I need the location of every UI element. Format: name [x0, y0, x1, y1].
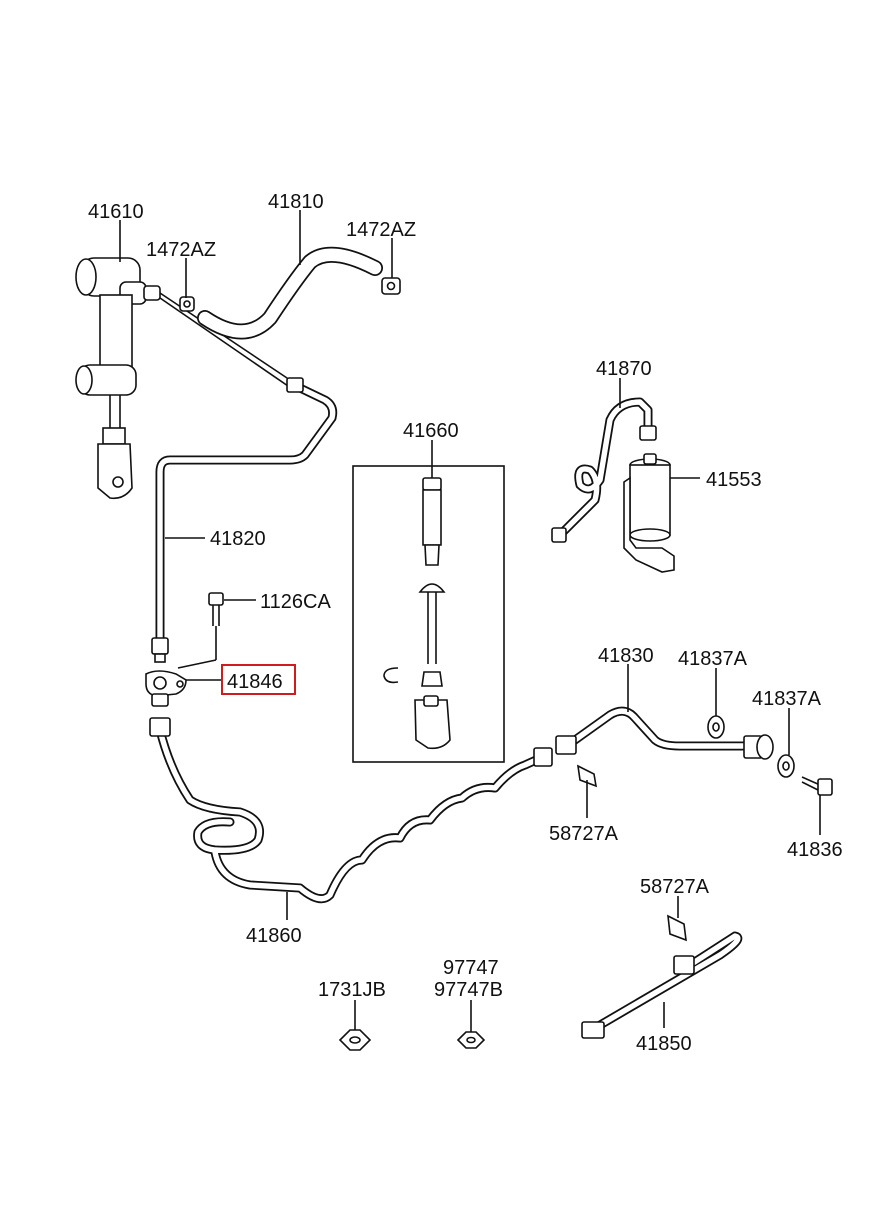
leader-lines — [119, 210, 821, 1032]
callout-41610[interactable]: 41610 — [88, 201, 144, 223]
callout-1472az-left[interactable]: 1472AZ — [146, 239, 216, 261]
kit-41660-parts[interactable] — [383, 477, 451, 750]
clutch-tube-41830[interactable] — [555, 706, 774, 760]
washer-41837a-1[interactable] — [707, 715, 725, 739]
callout-41830[interactable]: 41830 — [598, 645, 654, 667]
fitting-41846[interactable] — [145, 670, 187, 707]
nut-97747[interactable] — [456, 1031, 486, 1049]
callout-97747[interactable]: 97747 — [443, 957, 499, 979]
callout-41660[interactable]: 41660 — [403, 420, 459, 442]
callout-58727a-1[interactable]: 58727A — [549, 823, 619, 845]
clip-58727a-1[interactable] — [576, 764, 598, 788]
callout-41850[interactable]: 41850 — [636, 1033, 692, 1055]
callout-97747b[interactable]: 97747B — [434, 979, 503, 1001]
callout-41860[interactable]: 41860 — [246, 925, 302, 947]
callout-1731jb[interactable]: 1731JB — [318, 979, 386, 1001]
callout-41820[interactable]: 41820 — [210, 528, 266, 550]
callout-41846[interactable]: 41846 — [227, 671, 283, 693]
callout-41810[interactable]: 41810 — [268, 191, 324, 213]
bolt-41836[interactable] — [801, 776, 833, 796]
callout-41870[interactable]: 41870 — [596, 358, 652, 380]
hose-clamp-left[interactable] — [179, 296, 195, 312]
bolt-1126ca[interactable] — [177, 592, 224, 669]
callout-41837a-2[interactable]: 41837A — [752, 688, 822, 710]
highlight-box-41846 — [221, 664, 296, 695]
callout-41553[interactable]: 41553 — [706, 469, 762, 491]
clutch-tube[interactable] — [151, 377, 338, 663]
clutch-tube-41860[interactable] — [149, 717, 553, 904]
clutch-tube-41850[interactable] — [581, 914, 743, 1039]
clutch-reservoir[interactable] — [623, 453, 675, 573]
washer-41837a-2[interactable] — [777, 754, 795, 778]
kit-box-41660 — [352, 465, 505, 763]
callout-58727a-2[interactable]: 58727A — [640, 876, 710, 898]
nut-1731jb[interactable] — [338, 1029, 372, 1051]
callout-41837a-1[interactable]: 41837A — [678, 648, 748, 670]
clutch-hose[interactable] — [197, 246, 383, 340]
callout-41836[interactable]: 41836 — [787, 839, 843, 861]
callout-1472az-right[interactable]: 1472AZ — [346, 219, 416, 241]
hose-clamp-right[interactable] — [381, 277, 401, 295]
callout-1126ca[interactable]: 1126CA — [260, 591, 331, 613]
